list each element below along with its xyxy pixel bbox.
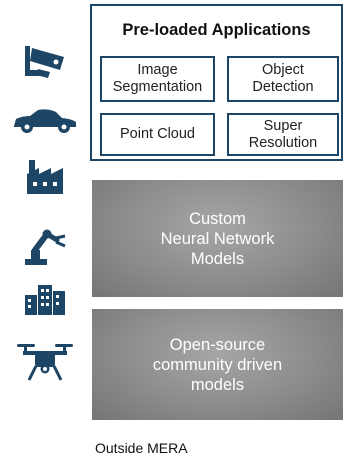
application-icons-column: [0, 0, 90, 461]
app-point-cloud: Point Cloud: [100, 113, 215, 156]
security-camera-icon: [0, 42, 90, 80]
app-super-resolution: Super Resolution: [227, 113, 339, 156]
custom-neural-network-models-block: Custom Neural Network Models: [92, 180, 343, 297]
drone-icon: [0, 340, 90, 384]
city-buildings-icon: [0, 283, 90, 315]
preloaded-applications-box: Pre-loaded Applications Image Segmentati…: [90, 4, 343, 161]
car-icon: [0, 108, 90, 134]
robot-arm-icon: [0, 228, 90, 266]
open-source-models-block: Open-source community driven models: [92, 309, 343, 420]
app-object-detection: Object Detection: [227, 56, 339, 102]
outside-mera-label: Outside MERA: [95, 440, 188, 456]
factory-icon: [0, 158, 90, 194]
app-image-segmentation: Image Segmentation: [100, 56, 215, 102]
preloaded-applications-title: Pre-loaded Applications: [122, 21, 311, 39]
